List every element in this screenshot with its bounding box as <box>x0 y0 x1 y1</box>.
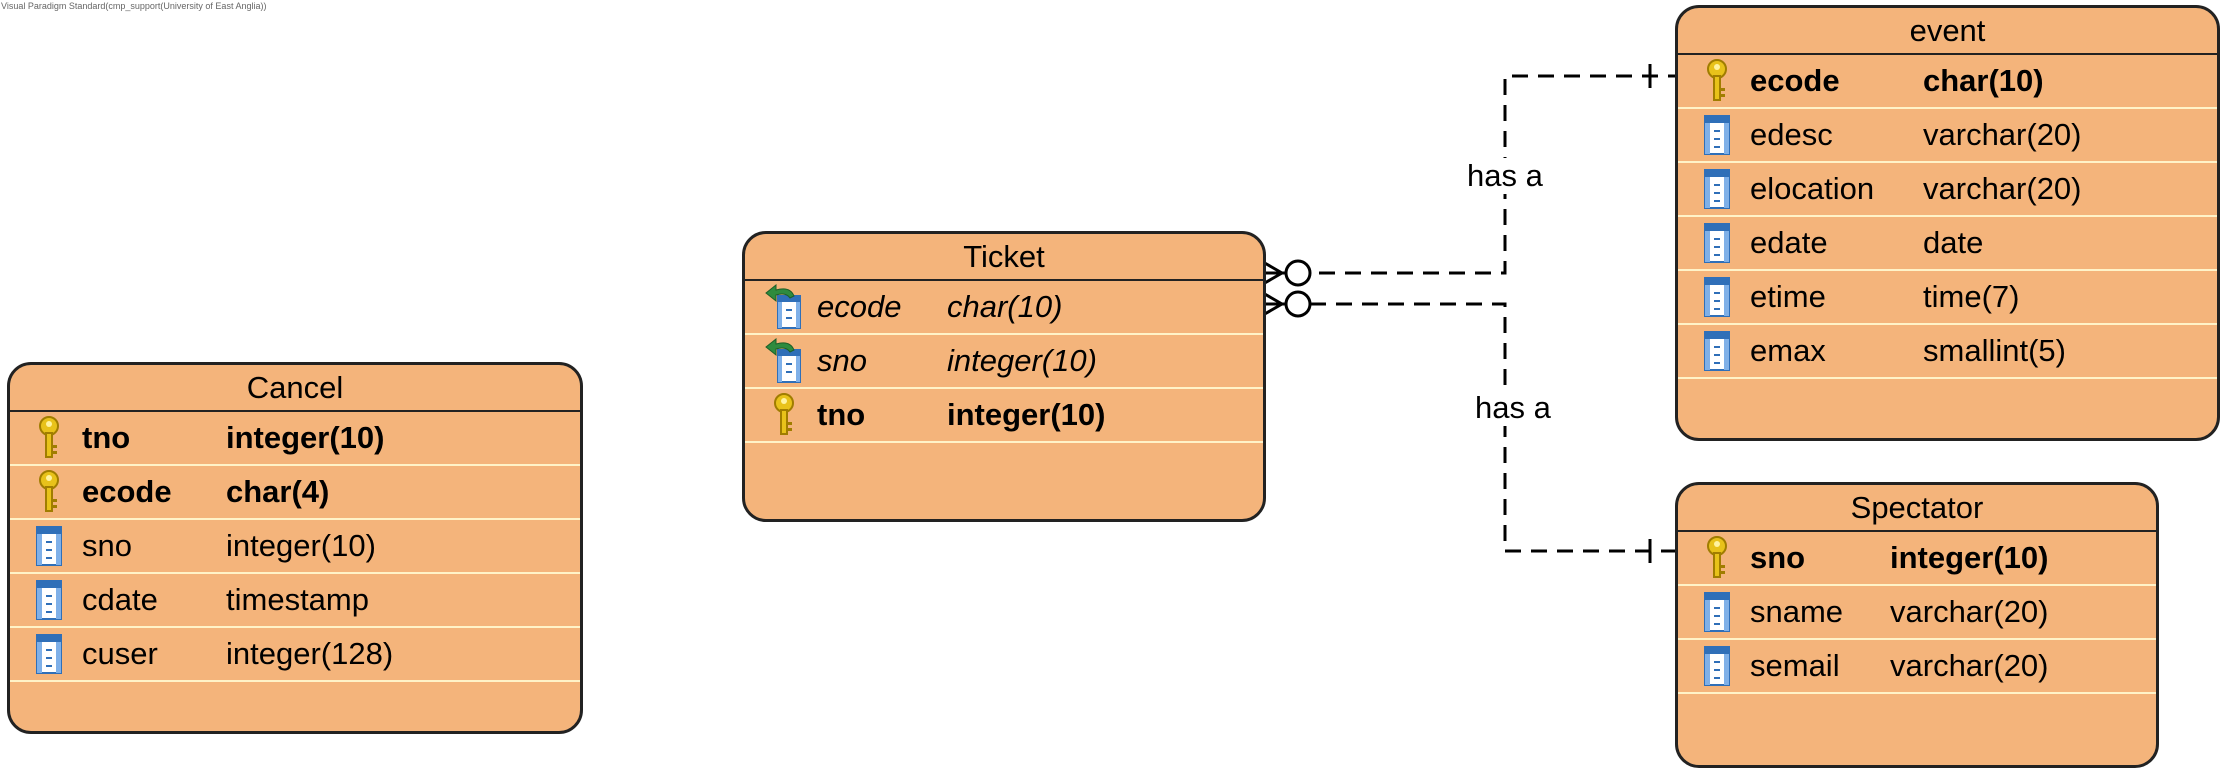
column-row[interactable]: etime time(7) <box>1678 271 2217 325</box>
column-row[interactable]: sno integer(10) <box>745 335 1263 389</box>
column-row[interactable]: ecode char(4) <box>10 466 580 520</box>
foreign-key-icon <box>761 338 807 384</box>
entity-cancel[interactable]: Cancel tno integer(10) ecode char(4) sno inte… <box>7 362 583 734</box>
entity-title: event <box>1678 8 2217 55</box>
crowfoot-spectator-bottom <box>1262 302 1283 317</box>
primary-key-icon <box>26 469 72 515</box>
entity-title: Spectator <box>1678 485 2156 532</box>
column-name: edate <box>1750 225 1828 260</box>
column-name: elocation <box>1750 171 1875 206</box>
primary-key-icon <box>26 415 72 461</box>
column-name: sname <box>1750 594 1844 629</box>
crowfoot-event-top <box>1262 260 1283 275</box>
column-icon <box>1694 643 1740 689</box>
column-name: semail <box>1750 648 1840 683</box>
zero-circle-event <box>1284 259 1312 287</box>
column-name: cdate <box>82 582 158 617</box>
column-icon <box>1694 166 1740 212</box>
column-row[interactable]: tno integer(10) <box>745 389 1263 443</box>
column-type: integer(10) <box>226 528 376 563</box>
column-type: varchar(20) <box>1923 117 2082 152</box>
column-row[interactable]: edate date <box>1678 217 2217 271</box>
column-name: tno <box>82 420 131 455</box>
column-type: char(10) <box>947 289 1063 324</box>
column-type: time(7) <box>1923 279 2020 314</box>
column-row[interactable]: ecode char(10) <box>745 281 1263 335</box>
column-type: date <box>1923 225 1984 260</box>
column-icon <box>26 577 72 623</box>
connector-ticket-spectator[interactable] <box>1310 302 1675 553</box>
column-icon <box>1694 589 1740 635</box>
column-row[interactable]: sno integer(10) <box>10 520 580 574</box>
column-name: ecode <box>817 289 902 324</box>
primary-key-icon <box>1694 535 1740 581</box>
primary-key-icon <box>1694 58 1740 104</box>
column-name: etime <box>1750 279 1826 314</box>
column-type: char(4) <box>226 474 330 509</box>
column-type: integer(10) <box>226 420 385 455</box>
column-icon <box>26 631 72 677</box>
zero-circle-spectator <box>1284 290 1312 318</box>
column-row[interactable]: semail varchar(20) <box>1678 640 2156 694</box>
column-name: ecode <box>1750 63 1840 98</box>
column-row[interactable]: ecode char(10) <box>1678 55 2217 109</box>
column-name: tno <box>817 397 866 432</box>
column-type: integer(10) <box>947 343 1097 378</box>
column-list: ecode char(10) edesc varchar(20) elocation va… <box>1678 55 2217 379</box>
column-row[interactable]: cdate timestamp <box>10 574 580 628</box>
column-icon <box>1694 274 1740 320</box>
column-type: char(10) <box>1923 63 2044 98</box>
column-type: integer(10) <box>1890 540 2049 575</box>
column-type: integer(128) <box>226 636 394 671</box>
entity-spectator[interactable]: Spectator sno integer(10) sname varchar(20)… <box>1675 482 2159 768</box>
relationship-label-event: has a <box>1465 158 1545 194</box>
crowfoot-event-bottom <box>1262 271 1283 286</box>
column-type: varchar(20) <box>1890 594 2049 629</box>
column-icon <box>1694 112 1740 158</box>
column-type: varchar(20) <box>1923 171 2082 206</box>
column-list: sno integer(10) sname varchar(20) semail varc… <box>1678 532 2156 694</box>
column-type: integer(10) <box>947 397 1106 432</box>
primary-key-icon <box>761 392 807 438</box>
column-row[interactable]: elocation varchar(20) <box>1678 163 2217 217</box>
entity-ticket[interactable]: Ticket ecode char(10) sno integer(10) tno int… <box>742 231 1266 522</box>
connector-ticket-event[interactable] <box>1293 74 1675 275</box>
watermark: Visual Paradigm Standard(cmp_support(Uni… <box>1 1 267 11</box>
column-type: varchar(20) <box>1890 648 2049 683</box>
column-name: sno <box>1750 540 1806 575</box>
crowfoot-spectator-top <box>1262 291 1283 306</box>
entity-title: Ticket <box>745 234 1263 281</box>
column-row[interactable]: emax smallint(5) <box>1678 325 2217 379</box>
column-icon <box>26 523 72 569</box>
column-row[interactable]: edesc varchar(20) <box>1678 109 2217 163</box>
column-type: smallint(5) <box>1923 333 2066 368</box>
column-row[interactable]: sname varchar(20) <box>1678 586 2156 640</box>
relationship-label-spectator: has a <box>1473 390 1553 426</box>
foreign-key-icon <box>761 284 807 330</box>
column-row[interactable]: cuser integer(128) <box>10 628 580 682</box>
column-list: ecode char(10) sno integer(10) tno integer(10… <box>745 281 1263 443</box>
column-row[interactable]: tno integer(10) <box>10 412 580 466</box>
column-type: timestamp <box>226 582 369 617</box>
column-name: emax <box>1750 333 1826 368</box>
column-name: ecode <box>82 474 172 509</box>
column-icon <box>1694 328 1740 374</box>
column-icon <box>1694 220 1740 266</box>
column-name: cuser <box>82 636 158 671</box>
column-row[interactable]: sno integer(10) <box>1678 532 2156 586</box>
column-list: tno integer(10) ecode char(4) sno integer(10)… <box>10 412 580 682</box>
column-name: edesc <box>1750 117 1833 152</box>
column-name: sno <box>82 528 132 563</box>
column-name: sno <box>817 343 867 378</box>
entity-title: Cancel <box>10 365 580 412</box>
